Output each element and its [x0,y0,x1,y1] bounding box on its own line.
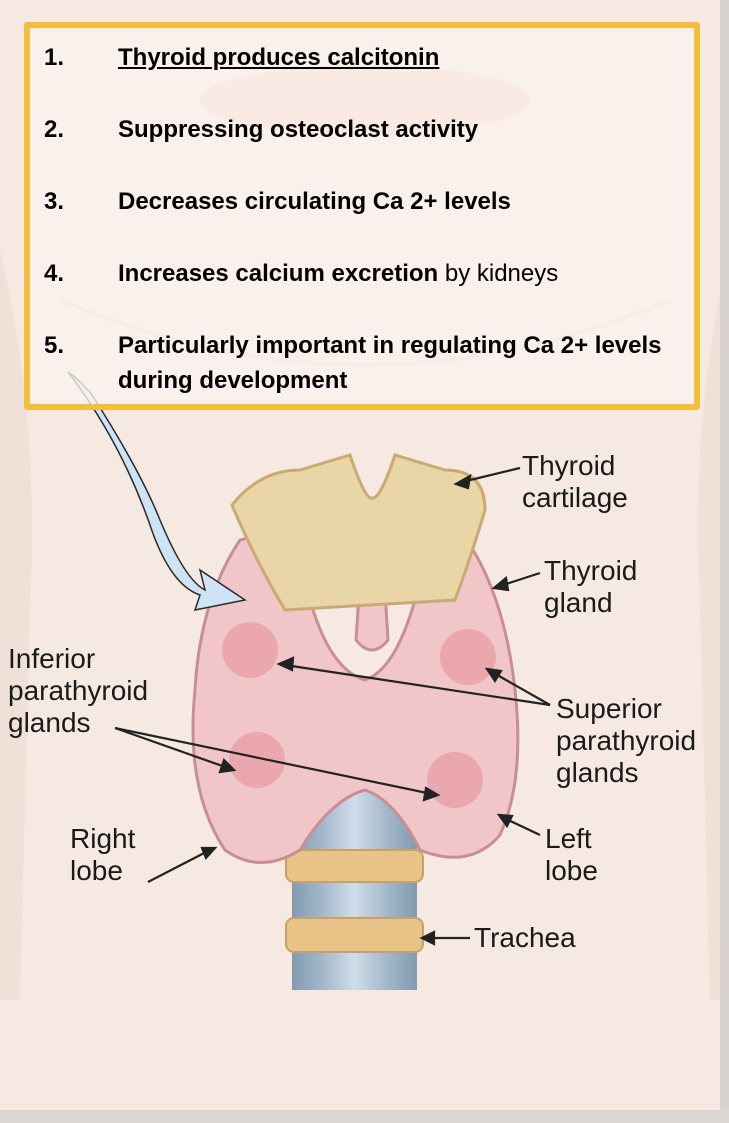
list-text: Increases calcium excretion [118,260,439,287]
label-left-lobe: Left lobe [545,823,598,886]
thyroid-gland [191,536,520,864]
label-superior-parathyroid: Superior parathyroid glands [556,693,697,788]
list-number: 4. [44,260,65,287]
label-thyroid-cartilage: Thyroid cartilage [522,450,628,513]
parathyroid-superior-right [222,622,278,678]
label-thyroid-gland: Thyroid gland [544,555,638,618]
list-text: Thyroid produces calcitonin [118,44,440,71]
list-text: Decreases circulating Ca 2+ levels [118,188,511,215]
label-trachea: Trachea [474,922,576,953]
parathyroid-inferior-right [229,732,285,788]
list-number: 1. [44,44,65,71]
list-text: Suppressing osteoclast activity [118,116,479,143]
list-number: 5. [44,332,65,359]
thyroid-cartilage [230,453,487,612]
parathyroid-superior-left [440,629,496,685]
parathyroid-inferior-left [427,752,483,808]
list-number: 2. [44,116,65,143]
label-inferior-parathyroid: Inferior parathyroid glands [8,643,149,738]
leader-lines [114,466,551,946]
list-text: Particularly important in regulating Ca … [118,332,662,394]
label-right-lobe: Right lobe [70,823,136,886]
calcitonin-summary-box: 1. Thyroid produces calcitonin 2. Suppre… [24,22,700,410]
list-text-plain: by kidneys [438,260,559,287]
list-number: 3. [44,188,65,215]
